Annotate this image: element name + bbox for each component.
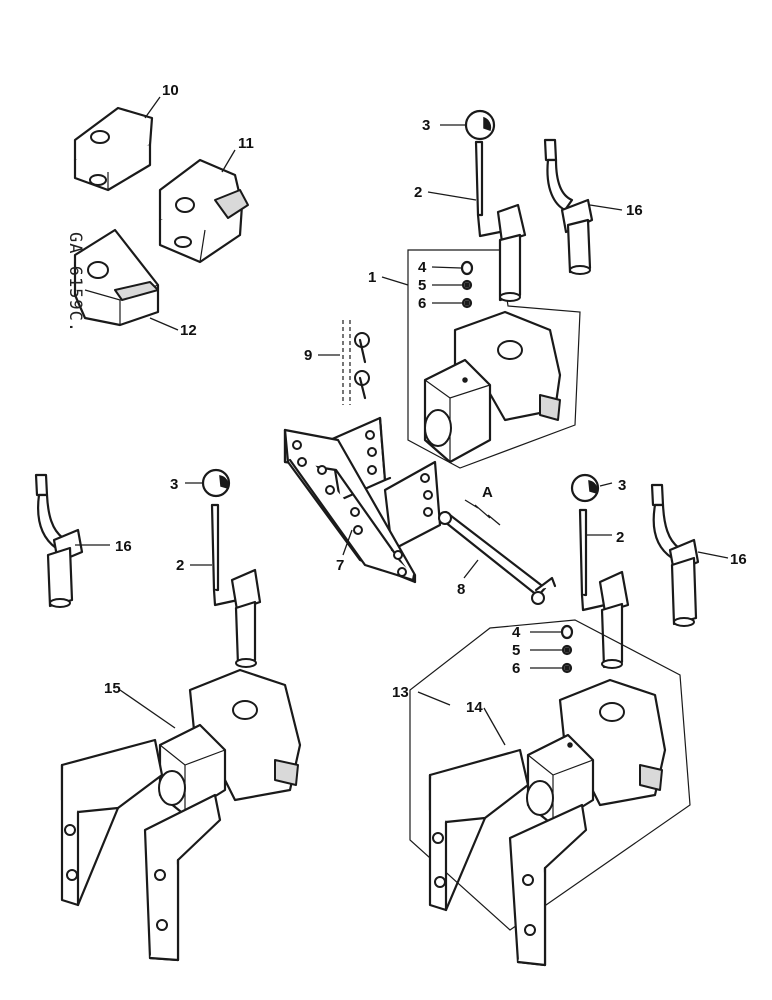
callout-13: 13 (392, 684, 409, 701)
upper-valve-lever (464, 109, 527, 302)
callout-3-upper: 3 (422, 117, 430, 134)
part-1-casting (423, 310, 562, 464)
part-8-pin (438, 510, 557, 605)
callout-4-upper: 4 (418, 259, 427, 276)
callout-1: 1 (368, 269, 376, 286)
callout-6-lower: 6 (512, 660, 520, 677)
callout-6-upper: 6 (418, 295, 426, 312)
dimension-label: A (482, 484, 493, 501)
left-valve-lever (201, 468, 262, 668)
dimension-a: A (464, 484, 501, 526)
callout-4-lower: 4 (512, 624, 521, 641)
callout-14: 14 (466, 699, 483, 716)
callout-12: 12 (180, 322, 197, 339)
callout-2-right: 2 (616, 529, 624, 546)
seals-upper (460, 260, 474, 309)
fitting-16-right (650, 483, 700, 627)
callout-16-left: 16 (115, 538, 132, 555)
part-10-clevis (73, 106, 154, 192)
callout-9: 9 (304, 347, 312, 364)
callout-3-right: 3 (618, 477, 626, 494)
callout-labels: 10 11 12 3 2 16 1 4 5 6 9 7 8 3 2 16 15 … (104, 82, 747, 716)
callout-11: 11 (238, 135, 254, 152)
part-7-bracket (283, 416, 442, 584)
part-15-casting (60, 668, 302, 962)
callout-7: 7 (336, 557, 344, 574)
callout-16-upper: 16 (626, 202, 643, 219)
leader-lines (75, 96, 729, 746)
seals-lower (560, 624, 574, 674)
callout-8: 8 (457, 581, 465, 598)
fitting-16-upper (543, 138, 594, 275)
callout-2-upper: 2 (414, 184, 422, 201)
part-14-casting (428, 678, 667, 967)
fitting-16-left (34, 473, 84, 608)
assembly-13-outline (409, 619, 691, 931)
callout-5-lower: 5 (512, 642, 520, 659)
right-valve-lever (570, 473, 630, 669)
part-9-chain (342, 320, 370, 405)
callout-16-right: 16 (730, 551, 747, 568)
callout-15: 15 (104, 680, 121, 697)
callout-10: 10 (162, 82, 179, 99)
part-11-clevis (158, 158, 249, 264)
drawing-code: GA-6159C. (65, 232, 85, 333)
callout-2-left: 2 (176, 557, 184, 574)
callout-5-upper: 5 (418, 277, 426, 294)
part-12-block (73, 228, 160, 327)
callout-3-left: 3 (170, 476, 178, 493)
